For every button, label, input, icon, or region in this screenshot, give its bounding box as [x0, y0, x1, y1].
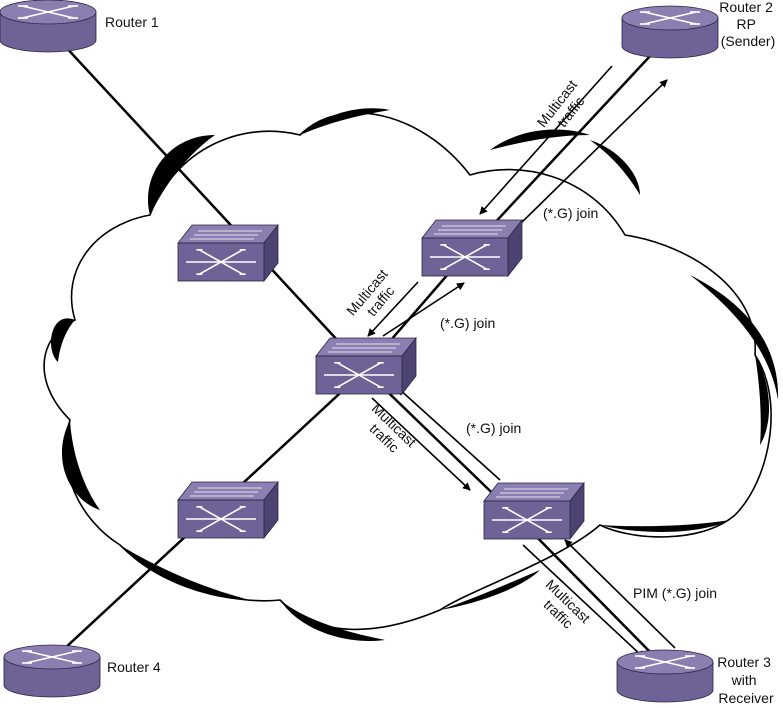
arrow-join-sw2-to-r2: [517, 79, 668, 227]
router-1: [0, 0, 97, 53]
link-r1-sw3: [49, 29, 366, 371]
arrow-join-sw3-to-sw2: [382, 282, 465, 337]
router-3-label: Router 3 with Receiver: [717, 654, 775, 706]
switch-5: [483, 481, 585, 541]
router-4-label: Router 4: [107, 659, 161, 675]
arrow-join-r3-to-sw4: [564, 539, 676, 649]
router-4: [3, 644, 101, 698]
switch-3: [315, 336, 417, 396]
router-3: [616, 649, 714, 703]
router-1-label: Router 1: [105, 14, 159, 30]
arrow-multicast-r2-to-sw2: [479, 65, 613, 215]
label-pim-join: PIM (*.G) join: [633, 585, 717, 601]
router-2-label: Router 2 RP (Sender): [719, 0, 777, 49]
label-join-r2: (*.G) join: [543, 205, 598, 221]
flow-arrows: [367, 65, 676, 659]
switch-1: [177, 223, 279, 283]
switch-2: [421, 218, 523, 278]
switch-4: [177, 480, 279, 540]
arrow-join-sw4-to-sw3: [397, 387, 501, 481]
label-join-sw4: (*.G) join: [466, 420, 521, 436]
label-join-sw2: (*.G) join: [440, 315, 495, 331]
router-2: [621, 5, 719, 59]
arrow-multicast-sw4-to-r3: [522, 544, 645, 659]
label-multicast-traffic-r3: Multicast traffic: [532, 576, 597, 640]
arrow-multicast-sw2-to-sw3: [367, 281, 419, 337]
arrow-multicast-sw3-to-sw4: [371, 397, 471, 491]
